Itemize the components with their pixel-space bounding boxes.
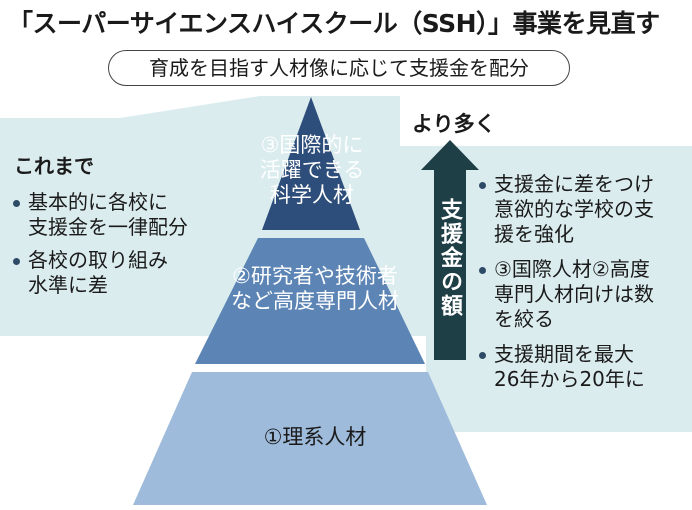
right-bullet-item: 支援金に差をつけ 意欲的な学校の支 援を強化 <box>476 172 692 247</box>
tier-3-label: ③国際的に 活躍できる 科学人材 <box>259 133 365 207</box>
page-title: 「スーパーサイエンスハイスクール（SSH）」事業を見直す <box>8 9 660 38</box>
more-label: より多く <box>412 112 496 136</box>
pyramid-tier-2 <box>195 238 425 364</box>
subtitle: 育成を目指す人材像に応じて支援金を配分 <box>108 50 570 86</box>
pyramid-tier-1 <box>133 372 487 505</box>
right-bullet-item: 支援期間を最大 26年から20年に <box>476 342 692 392</box>
right-bullet-list: 支援金に差をつけ 意欲的な学校の支 援を強化 ③国際人材②高度 専門人材向けは数… <box>476 172 692 402</box>
tier-2-label: ②研究者や技術者 など高度専門人材 <box>231 264 399 313</box>
pyramid-tier-3 <box>262 97 360 230</box>
up-arrow <box>421 140 479 360</box>
band-cutout <box>400 96 600 146</box>
tier-1-label: ①理系人材 <box>263 425 367 449</box>
right-bullet-item: ③国際人材②高度 専門人材向けは数 を絞る <box>476 257 692 332</box>
left-bullet-list: 基本的に各校に 支援金を一律配分 各校の取り組み 水準に差 <box>10 190 240 306</box>
left-bullet-item: 各校の取り組み 水準に差 <box>10 248 240 298</box>
arrow-label: 支援金の額 <box>437 198 462 318</box>
left-header: これまで <box>14 154 94 178</box>
left-bullet-item: 基本的に各校に 支援金を一律配分 <box>10 190 240 240</box>
